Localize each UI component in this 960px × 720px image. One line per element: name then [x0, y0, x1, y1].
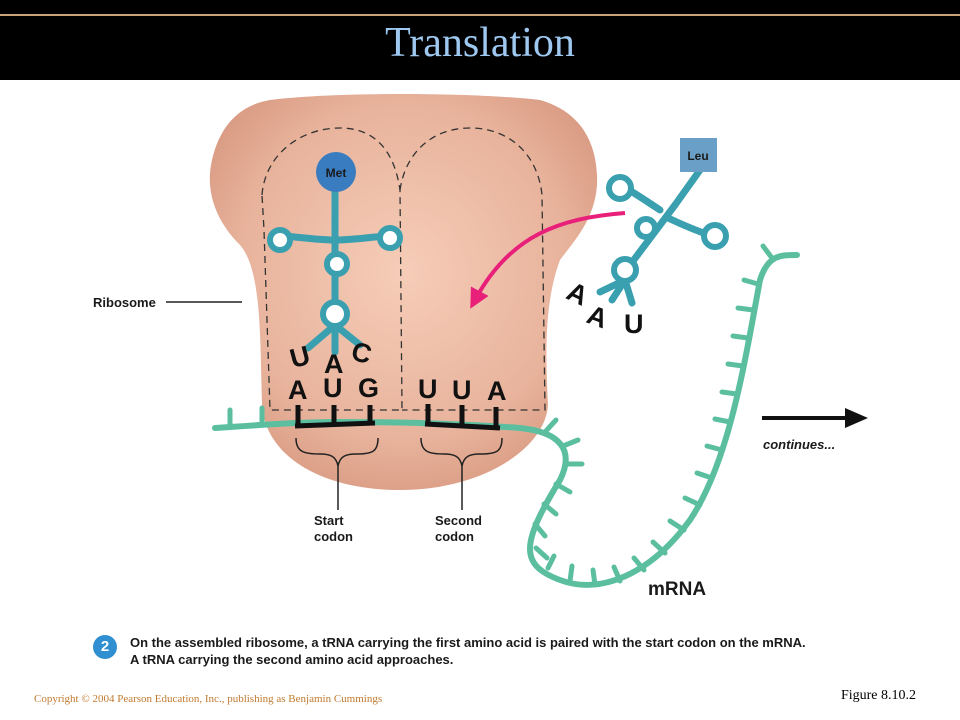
svg-text:codon: codon: [314, 529, 353, 544]
anticodon-base: A: [324, 349, 344, 379]
codon-base: U: [323, 373, 343, 403]
start-codon-label: Start codon: [314, 513, 353, 544]
ribosome-label: Ribosome: [93, 295, 242, 310]
copyright-notice: Copyright © 2004 Pearson Education, Inc.…: [34, 693, 383, 705]
continues-label: continues...: [763, 437, 835, 452]
leu-amino-acid: [680, 138, 717, 172]
met-amino-acid: [316, 152, 356, 192]
anticodon-base: A: [562, 276, 592, 311]
codon-braces: [295, 437, 503, 510]
svg-text:codon: codon: [435, 529, 474, 544]
caption-line: A tRNA carrying the second amino acid ap…: [130, 652, 454, 667]
header-bar: [0, 0, 960, 80]
codon-base: A: [288, 375, 308, 405]
trna-leu: Leu A A U: [562, 138, 729, 339]
anticodon-base: U: [624, 309, 644, 339]
svg-text:Ribosome: Ribosome: [93, 295, 156, 310]
codon-base: G: [358, 373, 379, 403]
codon-base: U: [452, 375, 472, 405]
second-codon-label: Second codon: [435, 513, 482, 544]
anticodon-base: A: [583, 299, 612, 334]
start-codon-bases: A U G: [288, 373, 379, 405]
continues-arrow: [762, 408, 868, 428]
ribosome: [209, 94, 598, 490]
codon-base: A: [487, 376, 507, 406]
header-rule: [0, 14, 960, 16]
codon-base: U: [418, 374, 438, 404]
caption-line: On the assembled ribosome, a tRNA carryi…: [130, 635, 806, 650]
caption: On the assembled ribosome, a tRNA carryi…: [130, 634, 910, 668]
svg-text:Leu: Leu: [687, 149, 708, 163]
step-badge: 2: [93, 635, 117, 659]
approach-arrow: [470, 211, 626, 309]
figure-reference: Figure 8.10.2: [840, 688, 916, 703]
mrna-label: mRNA: [648, 579, 706, 600]
second-codon-bases: U U A: [418, 374, 507, 406]
svg-text:Start: Start: [314, 513, 344, 528]
svg-text:Met: Met: [326, 166, 347, 180]
svg-text:Second: Second: [435, 513, 482, 528]
codon-bars: [294, 404, 501, 431]
slide-title: Translation: [385, 20, 575, 66]
